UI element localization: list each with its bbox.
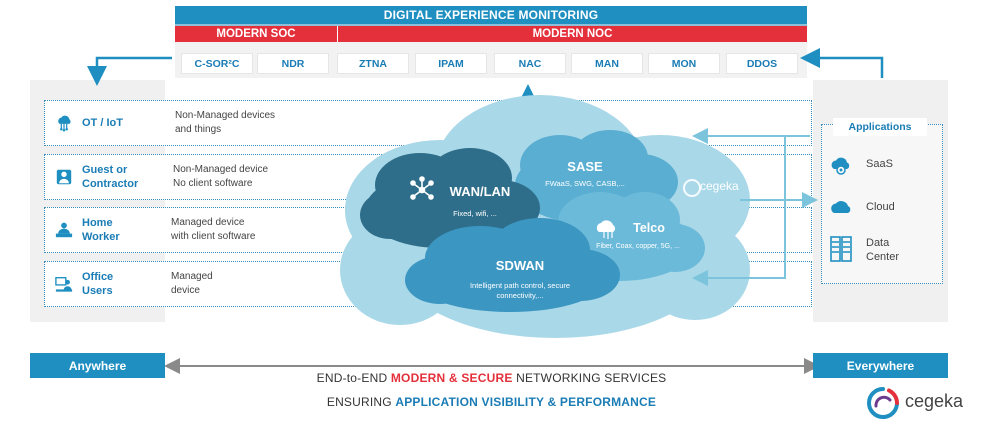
saas-cloud-gear-icon	[831, 157, 850, 175]
telco-subtitle: Fiber, Coax, copper, 5G, ...	[596, 243, 680, 250]
service-nac: NAC	[495, 54, 565, 73]
anywhere-tab: Anywhere	[30, 353, 165, 378]
hub-network-icon	[410, 176, 434, 200]
cegeka-logo-icon	[867, 387, 899, 419]
tagline-2: ENSURING APPLICATION VISIBILITY & PERFOR…	[326, 395, 657, 409]
brand-name: cegeka	[905, 391, 964, 411]
sase-title: SASE	[567, 159, 603, 174]
wan-lan-subtitle: Fixed, wifi, ...	[453, 209, 497, 218]
modern-noc-banner: MODERN NOC	[338, 26, 807, 42]
telco-cloud-icon	[596, 220, 616, 239]
watermark-text: cegeka	[700, 179, 739, 193]
applications-title: Applications	[833, 118, 927, 136]
banner-divider	[175, 24, 807, 26]
cloud-network-icon	[58, 115, 71, 132]
tagline-1: END-to-END MODERN & SECURE NETWORKING SE…	[316, 371, 667, 385]
modern-soc-banner: MODERN SOC	[175, 26, 337, 42]
sase-subtitle: FWaaS, SWG, CASB,...	[545, 179, 625, 188]
wan-lan-title: WAN/LAN	[449, 184, 511, 199]
row-label: OT / IoT	[82, 117, 123, 129]
service-ztna: ZTNA	[338, 54, 408, 73]
cloud-icon	[831, 201, 851, 213]
service-csor2c: C-SOR²C	[182, 54, 252, 73]
person-icon	[56, 169, 72, 185]
service-ndr: NDR	[258, 54, 328, 73]
service-ipam: IPAM	[416, 54, 486, 73]
everywhere-tab: Everywhere	[813, 353, 948, 378]
sdwan-cloud	[405, 218, 620, 312]
sdwan-title: SDWAN	[495, 258, 545, 273]
service-mon: MON	[649, 54, 719, 73]
network-clouds-diagram	[340, 95, 750, 338]
dem-banner: DIGITAL EXPERIENCE MONITORING	[175, 6, 807, 24]
office-users-icon	[55, 277, 73, 292]
server-rack-icon	[830, 236, 852, 262]
home-worker-icon	[55, 222, 73, 238]
app-label-saas: SaaS	[866, 158, 893, 170]
service-man: MAN	[572, 54, 642, 73]
app-label-cloud: Cloud	[866, 201, 895, 213]
telco-title: Telco	[633, 221, 665, 235]
service-ddos: DDOS	[727, 54, 797, 73]
